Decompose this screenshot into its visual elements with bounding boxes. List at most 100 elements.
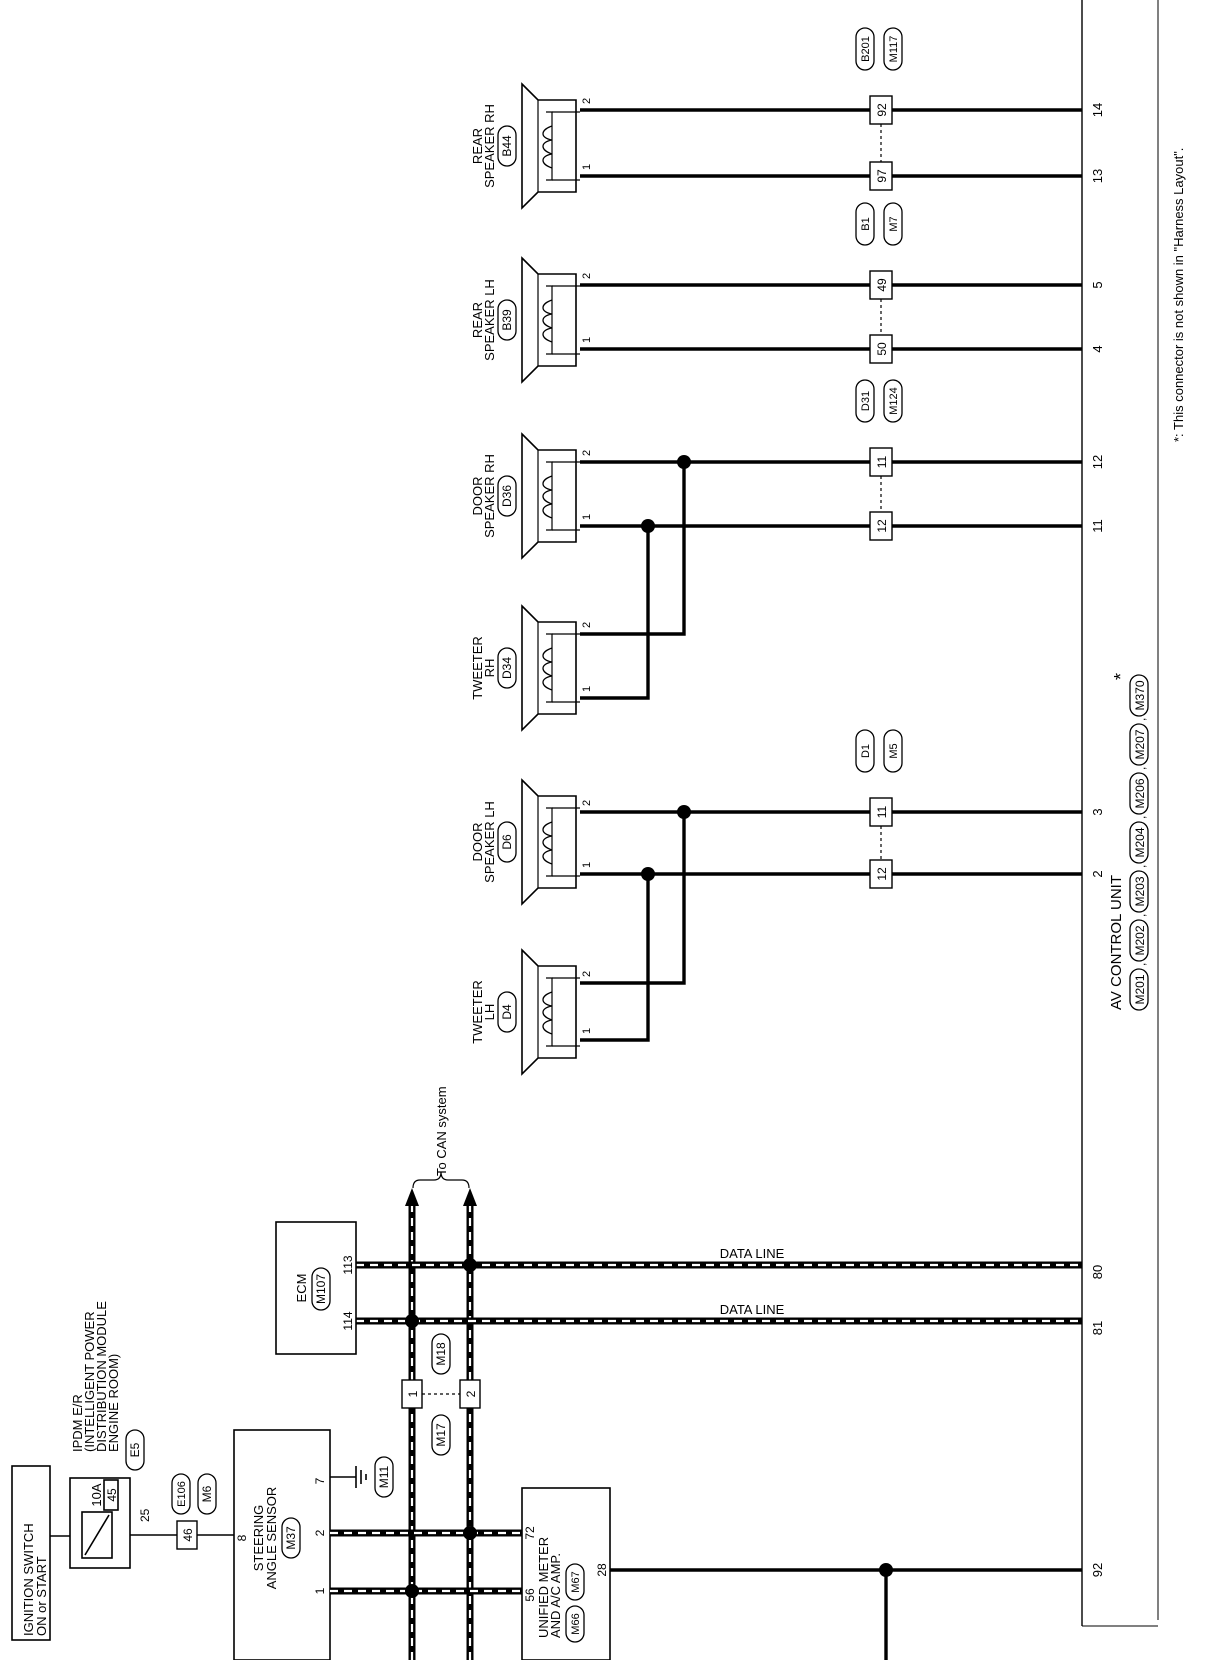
svg-text:IPDM E/R: IPDM E/R <box>70 1394 85 1452</box>
junction-connector: M7 <box>888 216 900 231</box>
svg-text:56: 56 <box>523 1588 537 1602</box>
junction-pin: 97 <box>875 169 889 183</box>
sensor-pin-b: 1 <box>313 1587 327 1594</box>
av-unit-pin-labels: 92 81 80 2 3 11 12 4 5 13 14 <box>1090 103 1105 1577</box>
speaker-pin: 2 <box>581 800 593 806</box>
svg-text:IGNITION SWITCH: IGNITION SWITCH <box>21 1523 36 1636</box>
svg-text:ECM: ECM <box>294 1274 309 1303</box>
coil-icon <box>542 125 553 169</box>
av-control-unit: 92 81 80 2 3 11 12 4 5 13 14 <box>1081 0 1159 1627</box>
svg-text:,: , <box>1134 963 1148 966</box>
speaker-label: SPEAKER RH <box>482 104 497 188</box>
sensor-pin-a: 2 <box>313 1529 327 1536</box>
av-asterisk: * <box>1111 673 1131 680</box>
speaker-pin: 2 <box>581 971 593 977</box>
svg-text:28: 28 <box>595 1563 609 1577</box>
speaker-pin: 2 <box>581 622 593 628</box>
data-line-label: DATA LINE <box>720 1302 785 1317</box>
speaker-label: REAR <box>470 302 485 338</box>
svg-text:STEERING: STEERING <box>251 1505 266 1571</box>
av-pin-label: 11 <box>1090 519 1105 533</box>
inline-junction: 12 11 D31 M124 <box>855 379 903 541</box>
junction-pin: 50 <box>875 342 889 356</box>
av-pin-label: 81 <box>1090 1321 1105 1335</box>
coil-icon <box>542 991 553 1035</box>
av-pin-label: 80 <box>1090 1265 1105 1279</box>
av-pin-label: 14 <box>1090 103 1105 117</box>
svg-text:,: , <box>1134 767 1148 770</box>
svg-text:,: , <box>1134 865 1148 868</box>
av-pin-label: 2 <box>1090 870 1105 877</box>
junction-m17: 1 2 M17 M18 <box>401 1333 481 1456</box>
speaker-label: DOOR <box>470 477 485 516</box>
speaker-connector: B39 <box>500 309 514 331</box>
speaker-horn <box>521 432 577 560</box>
junction-pin: 12 <box>875 867 889 881</box>
av-pin-label: 5 <box>1090 281 1105 288</box>
svg-text:2: 2 <box>464 1390 478 1397</box>
junction-pin: 12 <box>875 519 889 533</box>
av-conn-pill: M201 <box>1133 974 1147 1004</box>
can-label: To CAN system <box>434 1086 449 1176</box>
svg-text:,: , <box>1134 914 1148 917</box>
speaker-pin: 2 <box>581 98 593 104</box>
svg-text:M18: M18 <box>434 1342 448 1366</box>
ecm-pin-a: 114 <box>341 1311 355 1330</box>
av-conn-pill: M202 <box>1133 925 1147 955</box>
speaker-horn <box>521 256 577 384</box>
ipdm-connector: E5 <box>128 1442 142 1457</box>
junction-connector: D31 <box>860 391 872 411</box>
speaker-wiring <box>580 108 1082 1042</box>
speaker-pin: 1 <box>581 862 593 868</box>
coil-icon <box>542 475 553 519</box>
svg-text:ANGLE SENSOR: ANGLE SENSOR <box>264 1487 279 1590</box>
speaker-label: TWEETER <box>470 636 485 700</box>
ignition-switch: IGNITION SWITCH ON or START <box>11 1465 51 1641</box>
svg-text:M107: M107 <box>314 1274 328 1304</box>
ground-symbol: M11 <box>330 1456 394 1498</box>
junction-pin: 11 <box>875 455 889 468</box>
ecm-pin-b: 113 <box>341 1255 355 1274</box>
junction-connector: M5 <box>888 743 900 758</box>
speaker-pin: 1 <box>581 686 593 692</box>
svg-text:,: , <box>1134 816 1148 819</box>
av-conn-pill: M204 <box>1133 827 1147 857</box>
svg-text:M37: M37 <box>284 1526 298 1550</box>
junction-connector: B1 <box>860 217 872 230</box>
footnote: *: This connector is not shown in "Harne… <box>1171 148 1186 442</box>
svg-text:M11: M11 <box>377 1465 391 1488</box>
svg-text:ENGINE ROOM): ENGINE ROOM) <box>106 1354 121 1452</box>
fuse-number: 45 <box>105 1488 119 1502</box>
speaker-connector: D34 <box>500 657 514 679</box>
junction-connector: M124 <box>888 387 900 415</box>
speaker-horn <box>521 82 577 210</box>
speaker-horn <box>521 948 577 1076</box>
speaker-label: TWEETER <box>470 980 485 1044</box>
coil-icon <box>542 821 553 865</box>
svg-text:72: 72 <box>523 1526 537 1540</box>
svg-text:M67: M67 <box>570 1571 582 1592</box>
coil-icon <box>542 299 553 343</box>
av-unit-connectors: M201 , M202 , M203 , M204 , M206 , M207 … <box>1111 673 1149 1011</box>
unified-meter: 56 72 UNIFIED METER AND A/C AMP. M66 M67… <box>521 1487 611 1660</box>
speaker-pin: 2 <box>581 273 593 279</box>
junction-connector: D1 <box>860 744 872 758</box>
speaker-pin: 1 <box>581 514 593 520</box>
svg-text:46: 46 <box>181 1528 195 1542</box>
av-unit-label-group: AV CONTROL UNIT M201 , M202 , M203 , M20… <box>1108 673 1149 1011</box>
speaker-label: RH <box>482 659 497 678</box>
speaker-label: REAR <box>470 128 485 164</box>
ipdm-pin: 25 <box>138 1508 152 1522</box>
av-conn-pill: M206 <box>1133 778 1147 808</box>
svg-text:M6: M6 <box>200 1485 214 1502</box>
speaker-pin: 1 <box>581 164 593 170</box>
